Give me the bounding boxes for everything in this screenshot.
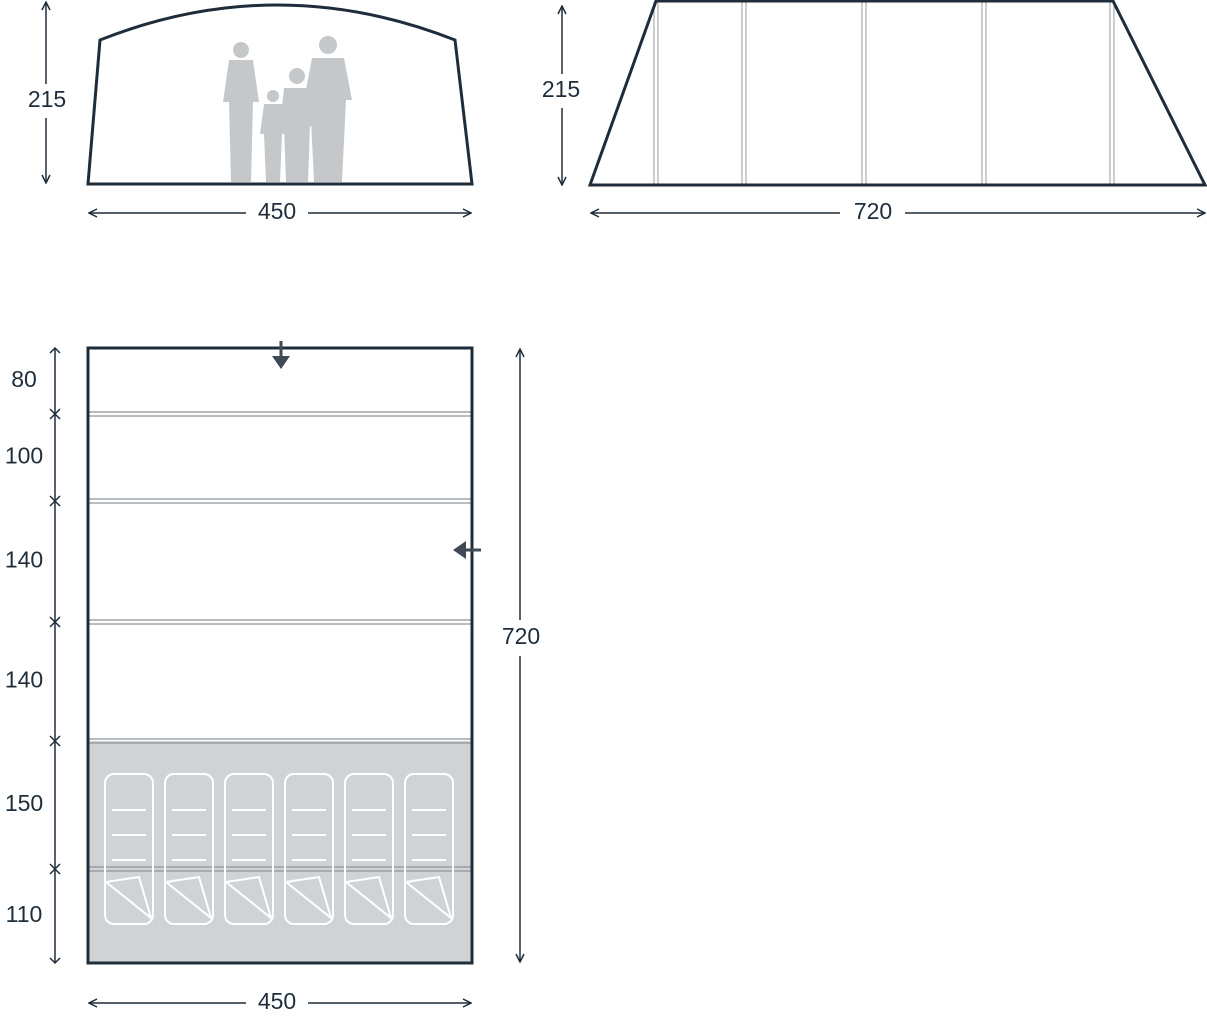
plan-view: 80 100 140 140 150 110 720 450 [5,341,540,1014]
pole [981,2,987,184]
section-tick [49,957,61,965]
sleeping-bag-icon [103,773,154,925]
pole [653,2,659,184]
side-height-label: 215 [542,76,580,102]
section-label: 80 [11,366,37,392]
section-tick [49,408,61,420]
divider-line [89,738,471,744]
section-label: 140 [5,667,43,693]
divider-line [89,619,471,625]
section-tick [49,495,61,507]
section-dimensions: 80 100 140 140 150 110 [5,346,61,965]
divider-line [89,411,471,417]
pole [1109,2,1115,184]
section-label: 150 [5,790,43,816]
family-silhouette-icon [223,36,352,182]
front-height-label: 215 [28,86,66,112]
side-outline [587,0,1207,187]
sleeping-bag-icon [223,773,274,925]
pole [861,2,867,184]
divider-line [89,498,471,504]
sleeping-bag-icon [403,773,454,925]
section-label: 140 [5,547,43,573]
sleeping-bag-icon [343,773,394,925]
section-tick [49,863,61,875]
section-tick [49,616,61,628]
side-view: 215 720 [542,0,1207,224]
section-tick [49,346,61,354]
entrance-arrow-side-icon [453,541,481,559]
side-poles [653,2,1115,184]
plan-width-label: 450 [258,988,296,1014]
sleeping-bag-icon [163,773,214,925]
section-tick [49,735,61,747]
plan-length-label: 720 [502,623,540,649]
sleeping-bag-icon [283,773,334,925]
section-label: 110 [6,901,43,927]
front-view: 215 450 [28,2,474,224]
front-outline [86,3,474,186]
entrance-arrow-front-icon [272,341,290,369]
side-width-label: 720 [854,198,892,224]
section-label: 100 [5,443,43,469]
beds [103,773,454,925]
pole [741,2,747,184]
front-width-label: 450 [258,198,296,224]
